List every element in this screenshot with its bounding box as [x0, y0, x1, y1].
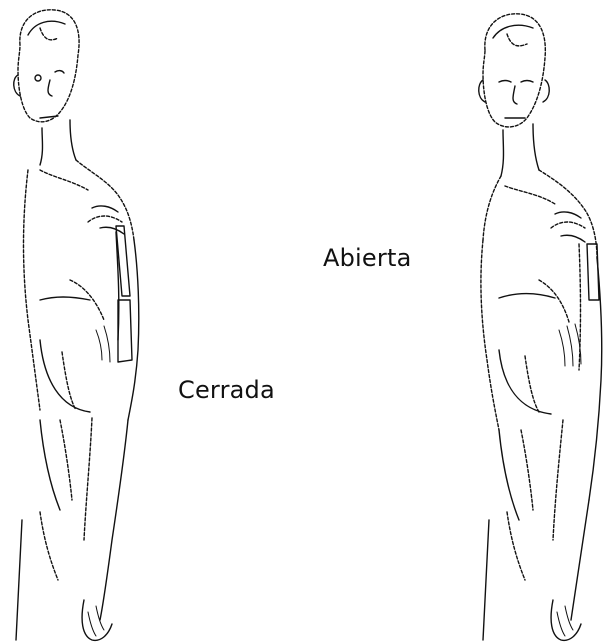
shoulder-joint-2 — [88, 216, 122, 222]
eye-left — [499, 81, 511, 83]
figure-open — [455, 0, 606, 643]
ribs-2 — [104, 326, 110, 362]
finger-1 — [88, 612, 96, 636]
hand — [82, 600, 112, 640]
label-abierta: Abierta — [323, 246, 411, 270]
neck-left — [40, 128, 43, 165]
nose — [48, 80, 52, 96]
hand — [551, 600, 581, 640]
shoulder-left — [483, 176, 501, 240]
nose — [513, 86, 517, 104]
shoulder-right — [539, 170, 597, 258]
shoulder-line — [76, 160, 134, 240]
shoulder-joint-3 — [100, 227, 124, 234]
neck-right — [70, 120, 76, 160]
label-cerrada: Cerrada — [178, 378, 275, 402]
shoulder-joint-2 — [551, 222, 585, 228]
shoulder-joint — [555, 212, 581, 218]
hip-right — [521, 430, 533, 510]
finger-1 — [557, 612, 565, 636]
neck-left — [501, 130, 504, 176]
ribs-2 — [567, 326, 573, 366]
mouth — [40, 116, 58, 118]
hip-left — [40, 420, 60, 510]
ribs-1 — [96, 330, 102, 360]
chest-fold — [539, 280, 569, 322]
eye-left — [35, 75, 41, 81]
arm-outer — [100, 420, 128, 620]
eye-right — [521, 81, 533, 83]
torso-left — [24, 170, 41, 410]
abdomen — [40, 340, 90, 412]
hip-left — [499, 430, 519, 520]
abdomen-inner — [525, 356, 539, 412]
abdomen-inner — [62, 352, 76, 410]
collarbone — [505, 186, 555, 204]
leg-line-left — [483, 520, 489, 640]
forearm-inner — [553, 420, 563, 540]
chest-line — [40, 297, 90, 300]
shoulder-joint-3 — [561, 235, 585, 242]
chest-line — [499, 294, 555, 299]
arm-outer — [589, 258, 602, 500]
torso-left — [481, 240, 499, 430]
forearm-block — [118, 300, 132, 362]
leg-line-left — [16, 520, 22, 640]
hip-right — [60, 420, 72, 500]
head-outline — [18, 10, 79, 122]
leg-line-mid — [40, 512, 58, 580]
ribs-1 — [559, 330, 565, 366]
hair — [28, 21, 65, 35]
collarbone — [40, 170, 88, 190]
figure-closed — [0, 0, 200, 643]
leg-line-mid — [507, 512, 525, 580]
ear-right — [543, 80, 549, 102]
upper-arm-outer — [128, 240, 139, 420]
humerus-block — [587, 244, 599, 300]
hair — [493, 25, 533, 38]
hair-fringe — [507, 34, 527, 46]
head-outline — [483, 14, 545, 127]
hair-fringe — [40, 28, 58, 40]
eye-right — [55, 71, 64, 73]
forearm-outer — [571, 500, 589, 620]
shoulder-joint — [92, 206, 118, 212]
arm-inner — [84, 418, 92, 540]
neck-right — [533, 124, 539, 170]
